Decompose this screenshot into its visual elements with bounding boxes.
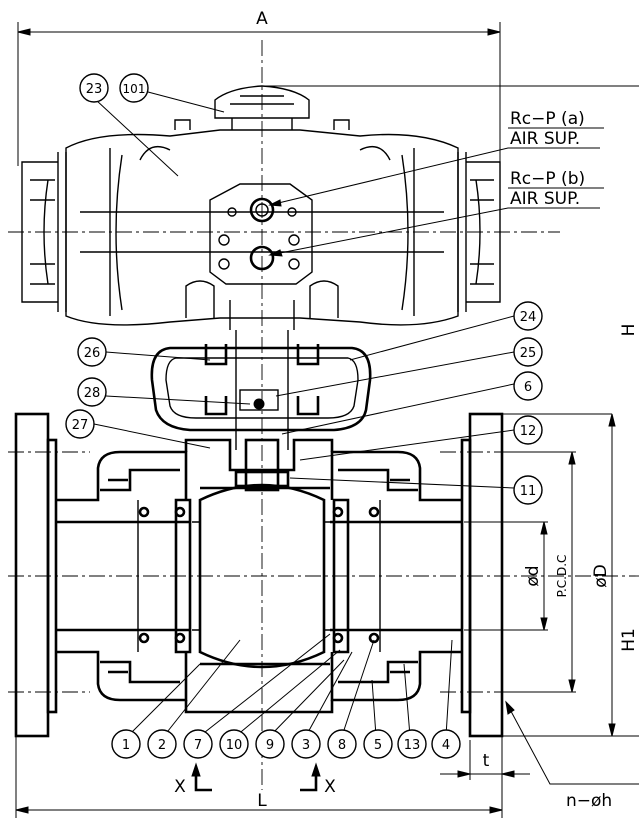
part-6: 6 [524, 380, 532, 395]
port-b-label: AIR SUP. [510, 189, 580, 209]
actuator [21, 85, 501, 330]
mounting-bracket [150, 330, 372, 450]
part-12: 12 [520, 424, 537, 439]
part-9: 9 [266, 738, 274, 753]
dim-pcd-label: P.C.D.C [555, 555, 569, 598]
dim-phiD-label: øD [591, 564, 611, 588]
part-10: 10 [226, 738, 243, 753]
part-27: 27 [72, 418, 89, 433]
part-23: 23 [86, 82, 103, 97]
part-5: 5 [374, 738, 382, 753]
part-2: 2 [158, 738, 166, 753]
port-b-code: Rc−P (b) [510, 169, 585, 189]
port-a-code: Rc−P (a) [510, 109, 585, 129]
dim-l-label: L [257, 791, 267, 811]
valve-body [14, 412, 504, 738]
part-28: 28 [84, 386, 101, 401]
part-101: 101 [123, 82, 146, 96]
part-8: 8 [338, 738, 346, 753]
dim-h-label: H [619, 324, 639, 337]
section-x-right: X [324, 777, 336, 797]
part-25: 25 [520, 346, 537, 361]
port-a-label: AIR SUP. [510, 129, 580, 149]
part-26: 26 [84, 346, 101, 361]
part-24: 24 [520, 310, 537, 325]
part-11: 11 [520, 484, 537, 499]
part-1: 1 [122, 738, 130, 753]
dim-h1-label: H1 [619, 628, 639, 652]
part-13: 13 [404, 738, 421, 753]
part-3: 3 [302, 738, 310, 753]
part-callouts: 23 101 26 28 27 24 25 6 12 11 1 2 7 10 9… [65, 73, 543, 759]
dim-phid-label: ød [523, 565, 543, 586]
part-4: 4 [442, 738, 450, 753]
port-leaders [268, 147, 600, 257]
dimension-lines [15, 22, 639, 818]
dim-bolts-label: n−øh [566, 791, 612, 811]
dim-t-label: t [483, 751, 490, 771]
part-7: 7 [194, 738, 202, 753]
section-x-left: X [174, 777, 186, 797]
dim-a-label: A [256, 9, 268, 29]
